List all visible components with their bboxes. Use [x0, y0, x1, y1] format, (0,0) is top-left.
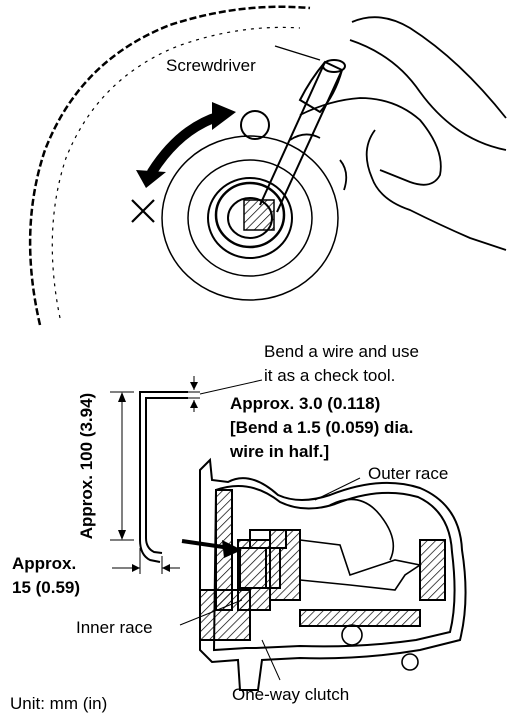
approx-15-label-line1: Approx.: [12, 554, 77, 573]
screwdriver-label: Screwdriver: [166, 56, 256, 75]
bend-wire-label-line2: it as a check tool.: [264, 366, 396, 385]
approx-3-label: Approx. 3.0 (0.118): [230, 394, 381, 413]
screwdriver-icon: [259, 45, 346, 213]
hub-ring-outer: [161, 135, 339, 301]
flywheel-outer-edge: [28, 5, 311, 326]
bend-1-5-label-line1: [Bend a 1.5 (0.059) dia.: [230, 418, 414, 437]
hand-icon: [289, 16, 507, 251]
unit-label: Unit: mm (in): [10, 694, 108, 713]
outer-race: [249, 529, 287, 549]
flywheel-illustration: [28, 5, 507, 326]
small-circle: [240, 110, 270, 140]
inner-race-label: Inner race: [76, 618, 153, 637]
rotation-arrow-icon: [136, 102, 236, 188]
approx-100-label: Approx. 100 (3.94): [77, 392, 96, 540]
insertion-arrow-icon: [181, 539, 242, 558]
approx-15-label-line2: 15 (0.59): [12, 578, 81, 597]
bent-wire: [139, 391, 188, 563]
bend-1-5-label-line2: wire in half.]: [230, 442, 330, 461]
check-tool-drawing: [110, 376, 263, 574]
bend-wire-label-line1: Bend a wire and use: [264, 342, 419, 361]
outer-race-label: Outer race: [368, 464, 449, 483]
converter-housing: [199, 457, 467, 691]
one-way-clutch-label: One-way clutch: [232, 685, 350, 704]
x-mark-icon: [131, 199, 155, 223]
clutch-cross-section: [179, 457, 467, 691]
hub-opening: [214, 181, 286, 249]
